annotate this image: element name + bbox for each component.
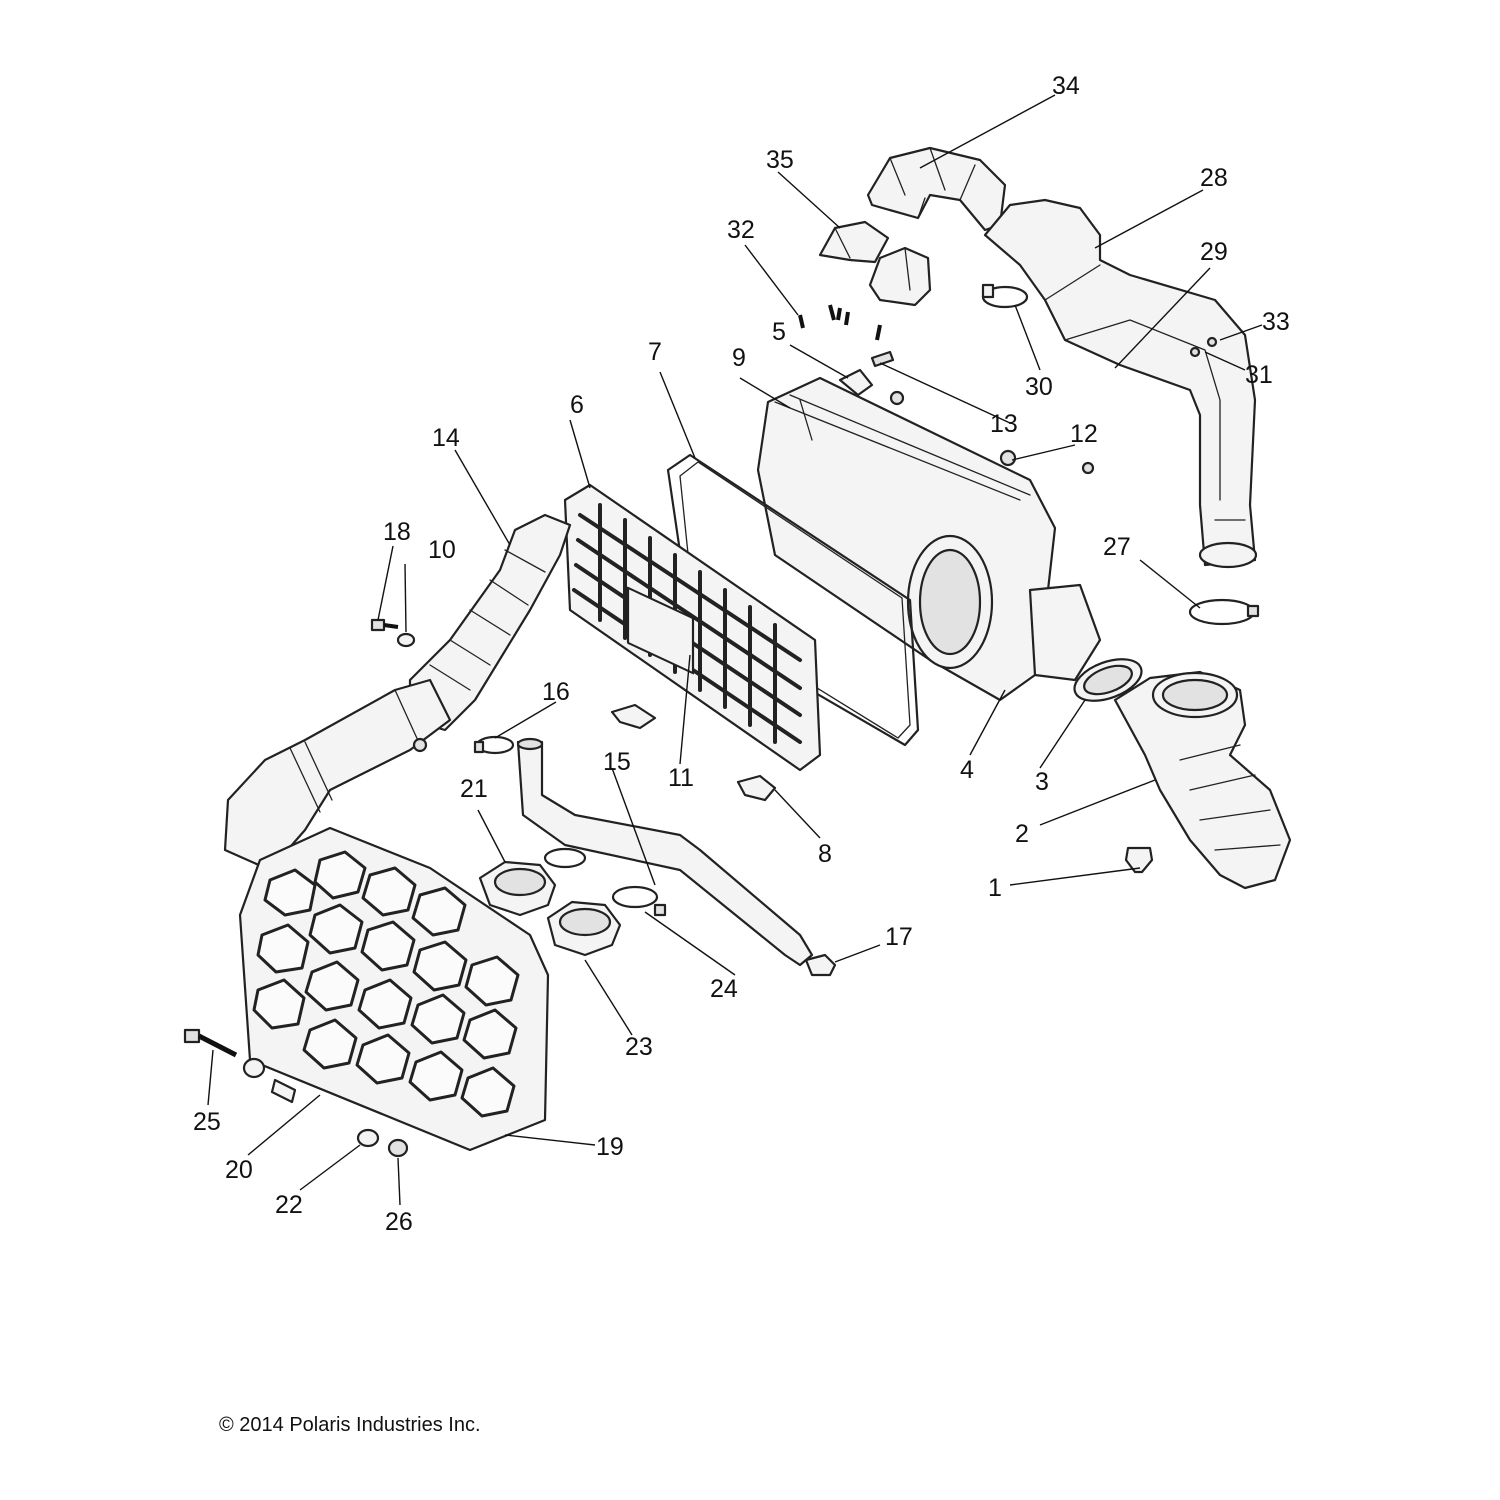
callout-19: 19: [596, 1133, 624, 1161]
main-duct-tube: [223, 678, 452, 872]
callout-6: 6: [570, 391, 584, 419]
part-31-33-screws: [1189, 336, 1218, 358]
callout-10: 10: [428, 536, 456, 564]
callout-9: 9: [732, 344, 746, 372]
leader-lines: [207, 94, 1263, 1206]
callout-16: 16: [542, 678, 570, 706]
callout-12: 12: [1070, 420, 1098, 448]
callout-13: 13: [990, 410, 1018, 438]
callout-33: 33: [1262, 308, 1290, 336]
callout-23: 23: [625, 1033, 653, 1061]
callout-24: 24: [710, 975, 738, 1003]
part-22-bushing: [356, 1128, 380, 1148]
part-26-nut: [387, 1138, 409, 1158]
callout-30: 30: [1025, 373, 1053, 401]
callout-18: 18: [383, 518, 411, 546]
callout-14: 14: [432, 424, 460, 452]
callout-3: 3: [1035, 768, 1049, 796]
part-4-9-airbox-body: [756, 376, 1102, 702]
callout-labels: 1 2 3 4 5 6 7 8 9 10 11 12 13 14 15 16 1…: [193, 72, 1290, 1236]
callout-26: 26: [385, 1208, 413, 1236]
part-18-10-bolt-washer: [370, 618, 416, 648]
callout-2: 2: [1015, 820, 1029, 848]
callout-21: 21: [460, 775, 488, 803]
callout-11: 11: [668, 764, 694, 792]
callout-5: 5: [772, 318, 786, 346]
callout-28: 28: [1200, 164, 1228, 192]
callout-25: 25: [193, 1108, 221, 1136]
callout-35: 35: [766, 146, 794, 174]
part-20-bushing: [242, 1057, 297, 1104]
callout-1: 1: [988, 874, 1002, 902]
callout-7: 7: [648, 338, 662, 366]
callout-20: 20: [225, 1156, 253, 1184]
part-35-duct-pieces: [818, 220, 932, 307]
callout-17: 17: [885, 923, 913, 951]
part-5-clip: [838, 368, 874, 397]
hex-grid: [252, 850, 520, 1118]
part-3-coupler: [1073, 658, 1143, 702]
callout-34: 34: [1052, 72, 1080, 100]
part-13-screws: [870, 350, 905, 406]
part-2-elbow-intake: [1113, 670, 1292, 890]
callout-31: 31: [1245, 361, 1273, 389]
callout-27: 27: [1103, 533, 1131, 561]
callout-29: 29: [1200, 238, 1228, 266]
part-21-23-24-couplers: [478, 847, 667, 957]
part-25-bolt: [183, 1028, 238, 1058]
callout-8: 8: [818, 840, 832, 868]
part-15-hose: [516, 737, 814, 967]
part-32-pins: [798, 304, 882, 341]
part-12-screws: [999, 449, 1095, 475]
part-17-clamp: [804, 953, 837, 977]
copyright-notice: © 2014 Polaris Industries Inc.: [219, 1414, 481, 1436]
callout-15: 15: [603, 748, 631, 776]
part-30-clamp: [981, 283, 1029, 309]
callout-32: 32: [727, 216, 755, 244]
callout-22: 22: [275, 1191, 303, 1219]
part-1-grommet: [1124, 846, 1154, 874]
part-27-clamp: [1188, 598, 1260, 626]
part-28-29-intake-tube: [983, 198, 1258, 569]
callout-4: 4: [960, 756, 974, 784]
part-16-clamp: [473, 735, 515, 755]
part-8-clips: [610, 703, 777, 802]
part-34-duct-cover: [866, 146, 1007, 232]
part-19-lower-box: [238, 826, 550, 1152]
part-6-11-airbox-cover: [563, 483, 822, 772]
